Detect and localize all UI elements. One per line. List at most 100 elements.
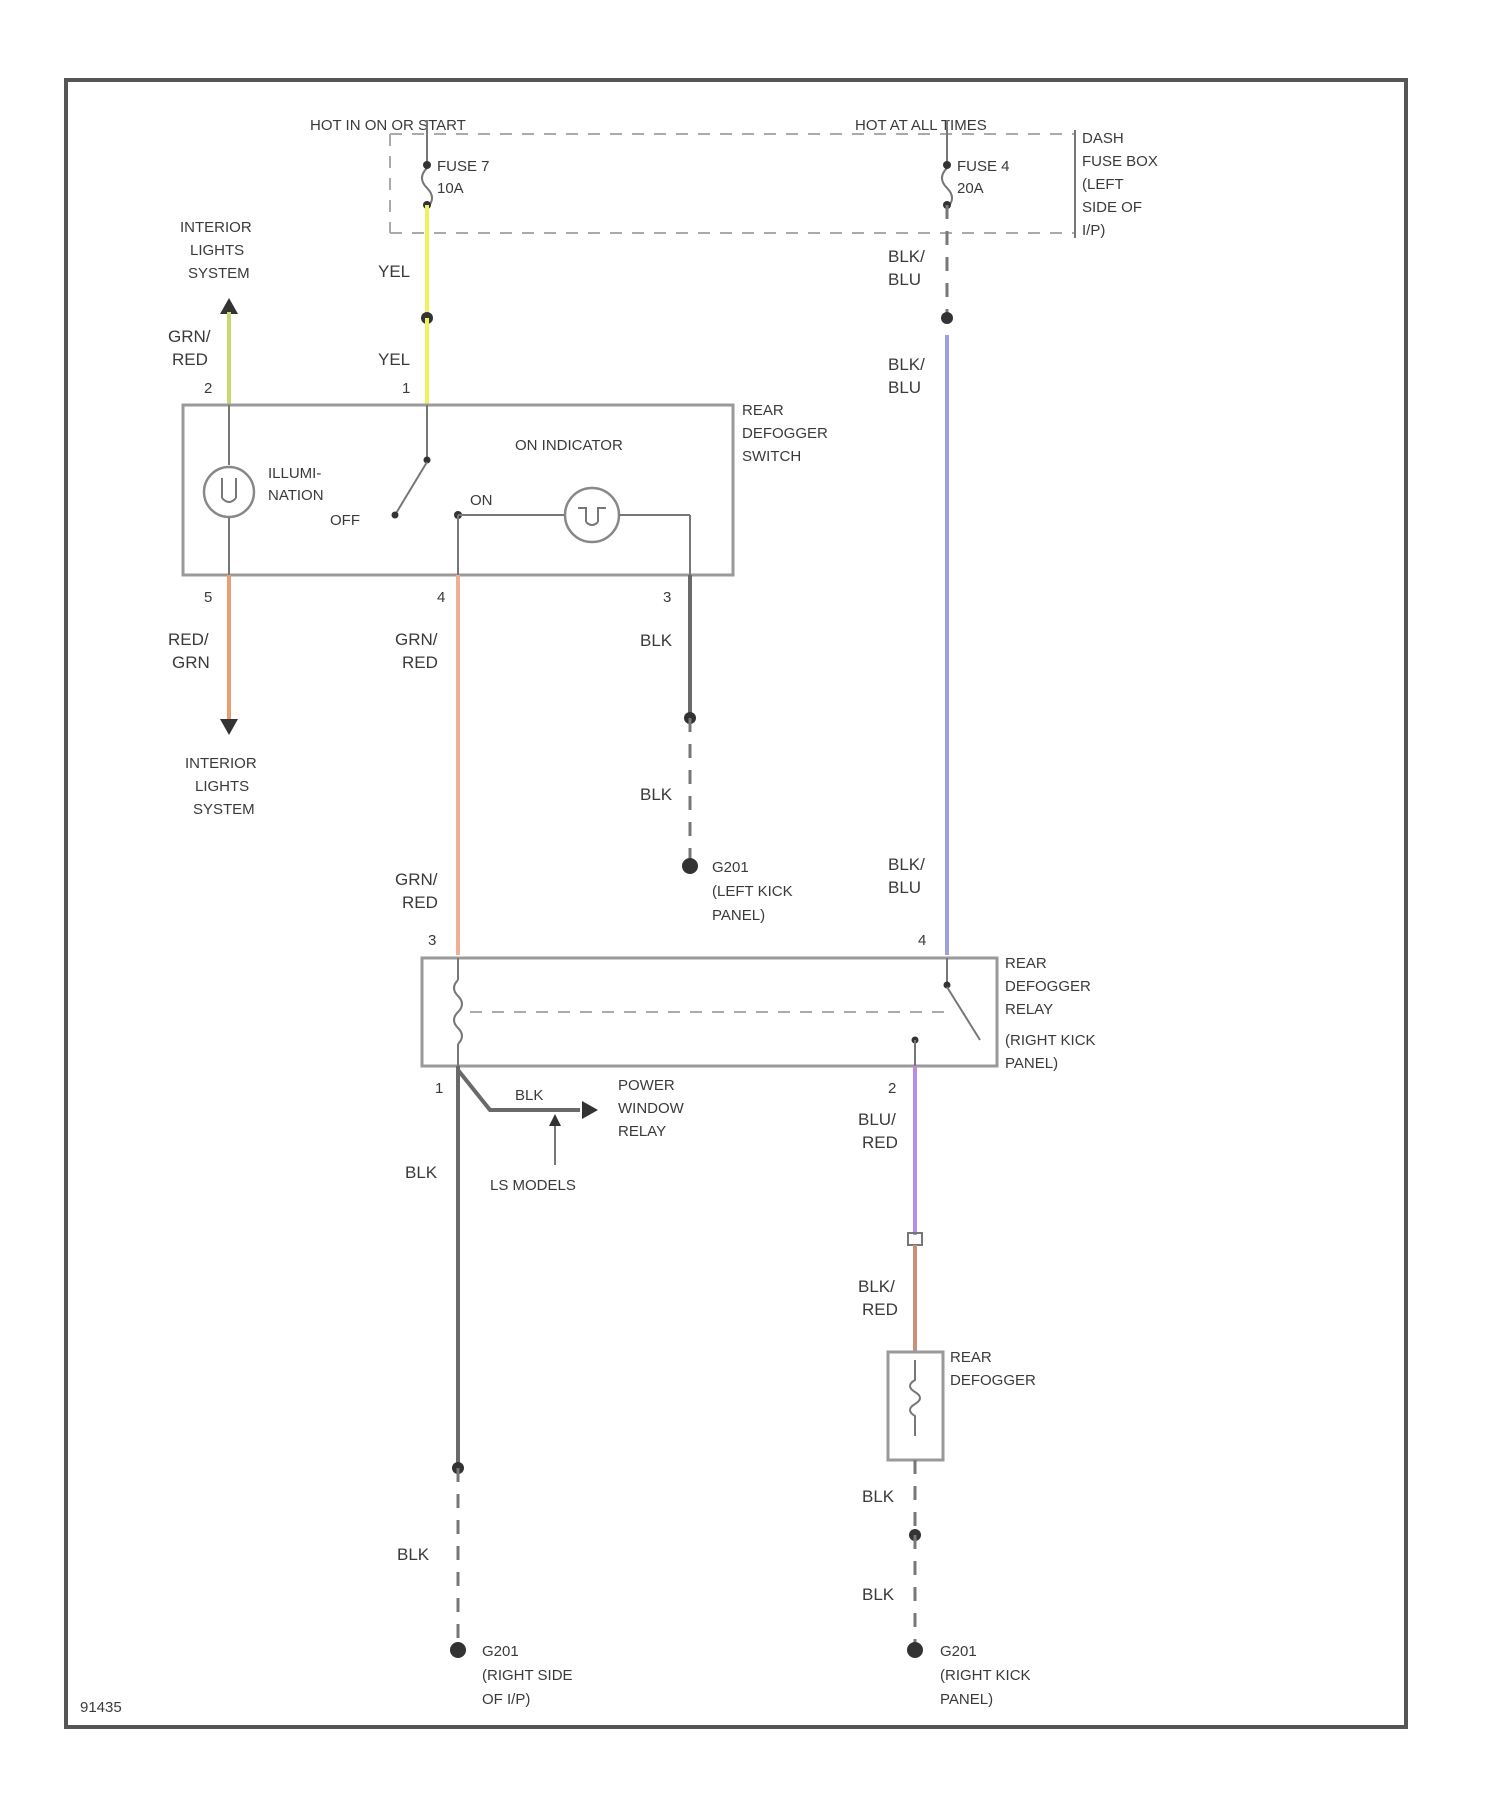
ground-1-line-2: (LEFT KICK <box>712 883 793 900</box>
relay-name-3: RELAY <box>1005 1001 1053 1018</box>
ground-2-line-2: (RIGHT SIDE <box>482 1667 573 1684</box>
pwr-window-wire-label: BLK <box>515 1087 543 1104</box>
pwr-window-line-1: POWER <box>618 1077 675 1094</box>
relay-pin-4: 4 <box>918 932 926 949</box>
figure-id: 91435 <box>80 1699 122 1716</box>
ground-3-line-1: G201 <box>940 1643 977 1660</box>
pwr-window-line-2: WINDOW <box>618 1100 685 1117</box>
blk-label-sw-2: BLK <box>640 785 673 804</box>
sw-pin-2: 2 <box>204 380 212 397</box>
relay-name-2: DEFOGGER <box>1005 978 1091 995</box>
fusebox-label-4: SIDE OF <box>1082 199 1142 216</box>
blk-blu-label-3a: BLK/ <box>888 855 925 874</box>
fuse-4-rating: 20A <box>957 180 984 197</box>
blu-red-label-b: RED <box>862 1133 898 1152</box>
interior-lights-bottom: INTERIOR LIGHTS SYSTEM <box>185 755 257 818</box>
relay-name-5: PANEL) <box>1005 1055 1058 1072</box>
blu-red-label-a: BLU/ <box>858 1110 896 1129</box>
arrow-up-icon <box>220 298 238 314</box>
ground-3-line-3: PANEL) <box>940 1691 993 1708</box>
fusebox-label-5: I/P) <box>1082 222 1105 239</box>
blk-label-def-1: BLK <box>862 1487 895 1506</box>
yel-label-2: YEL <box>378 350 410 369</box>
interior-bottom-line-2: LIGHTS <box>195 778 249 795</box>
illumination-label-1: ILLUMI- <box>268 465 321 482</box>
ground-3-line-2: (RIGHT KICK <box>940 1667 1031 1684</box>
blk-blu-label-1a: BLK/ <box>888 247 925 266</box>
blk-red-label-b: RED <box>862 1300 898 1319</box>
blk-label-relay-1: BLK <box>405 1163 438 1182</box>
ground-2-line-1: G201 <box>482 1643 519 1660</box>
interior-top-line-2: LIGHTS <box>190 242 244 259</box>
hot-on-start-label: HOT IN ON OR START <box>310 117 466 134</box>
relay-contact-blade <box>947 987 980 1040</box>
rear-defogger-relay: REAR DEFOGGER RELAY (RIGHT KICK PANEL) 3… <box>422 932 1096 1097</box>
interior-top-line-3: SYSTEM <box>188 265 250 282</box>
on-indicator-bulb-icon <box>565 488 619 542</box>
grn-red-relay-label-1a: GRN/ <box>395 630 438 649</box>
switch-on-label: ON <box>470 492 493 509</box>
grn-red-label-a: GRN/ <box>168 327 211 346</box>
power-window-relay: POWER WINDOW RELAY <box>618 1077 685 1140</box>
blk-blu-label-3b: BLU <box>888 878 921 897</box>
relay-pin-2: 2 <box>888 1080 896 1097</box>
blk-label-relay-2: BLK <box>397 1545 430 1564</box>
relay-name-1: REAR <box>1005 955 1047 972</box>
relay-name-4: (RIGHT KICK <box>1005 1032 1096 1049</box>
sw-pin-3: 3 <box>663 589 671 606</box>
ground-g201-right-side-ip-icon <box>450 1642 466 1658</box>
arrow-right-icon <box>582 1101 598 1119</box>
pointer-arrow-icon <box>549 1114 561 1126</box>
interior-top-line-1: INTERIOR <box>180 219 252 236</box>
ls-models-label: LS MODELS <box>490 1177 576 1194</box>
grn-red-relay-label-1b: RED <box>402 653 438 672</box>
interior-lights-top: INTERIOR LIGHTS SYSTEM <box>180 219 252 314</box>
relay-coil-icon <box>454 980 462 1044</box>
interior-bottom-line-1: INTERIOR <box>185 755 257 772</box>
switch-name-2: DEFOGGER <box>742 425 828 442</box>
sw-pin-4: 4 <box>437 589 445 606</box>
arrow-down-icon <box>220 719 238 735</box>
red-grn-label-a: RED/ <box>168 630 209 649</box>
on-indicator-label: ON INDICATOR <box>515 437 623 454</box>
fuse-7-rating: 10A <box>437 180 464 197</box>
fuse-7-name: FUSE 7 <box>437 158 490 175</box>
rear-defogger-switch: REAR DEFOGGER SWITCH 2 1 5 4 3 ILLUMI- N… <box>183 380 828 606</box>
ground-1-line-1: G201 <box>712 859 749 876</box>
ground-2-line-3: OF I/P) <box>482 1691 530 1708</box>
blk-blu-label-1b: BLU <box>888 270 921 289</box>
hot-all-times-label: HOT AT ALL TIMES <box>855 117 987 134</box>
blk-label-def-2: BLK <box>862 1585 895 1604</box>
ground-g201-left-kick-icon <box>682 858 698 874</box>
sw-pin-5: 5 <box>204 589 212 606</box>
rear-defogger: REAR DEFOGGER <box>888 1349 1036 1460</box>
switch-name-1: REAR <box>742 402 784 419</box>
grn-red-relay-label-2a: GRN/ <box>395 870 438 889</box>
fusebox-label-1: DASH <box>1082 130 1124 147</box>
blk-blu-label-2b: BLU <box>888 378 921 397</box>
ground-g201-right-kick-icon <box>907 1642 923 1658</box>
sw-pin-1: 1 <box>402 380 410 397</box>
blk-blu-label-2a: BLK/ <box>888 355 925 374</box>
switch-name-3: SWITCH <box>742 448 801 465</box>
switch-blade <box>395 462 427 515</box>
interior-bottom-line-3: SYSTEM <box>193 801 255 818</box>
blk-label-sw-1: BLK <box>640 631 673 650</box>
illumination-bulb-icon <box>204 467 254 517</box>
defogger-label-2: DEFOGGER <box>950 1372 1036 1389</box>
yel-label-1: YEL <box>378 262 410 281</box>
fusebox-label-3: (LEFT <box>1082 176 1124 193</box>
grn-red-label-b: RED <box>172 350 208 369</box>
illumination-label-2: NATION <box>268 487 324 504</box>
diagram-frame <box>66 80 1406 1727</box>
switch-off-label: OFF <box>330 512 360 529</box>
grn-red-relay-label-2b: RED <box>402 893 438 912</box>
defogger-grid-icon <box>910 1360 920 1436</box>
pwr-window-line-3: RELAY <box>618 1123 666 1140</box>
relay-pin-1: 1 <box>435 1080 443 1097</box>
relay-pin-3: 3 <box>428 932 436 949</box>
fusebox-label-2: FUSE BOX <box>1082 153 1158 170</box>
blk-blu-splice <box>941 312 953 324</box>
fuse-box: HOT IN ON OR START HOT AT ALL TIMES DASH… <box>310 117 1158 239</box>
